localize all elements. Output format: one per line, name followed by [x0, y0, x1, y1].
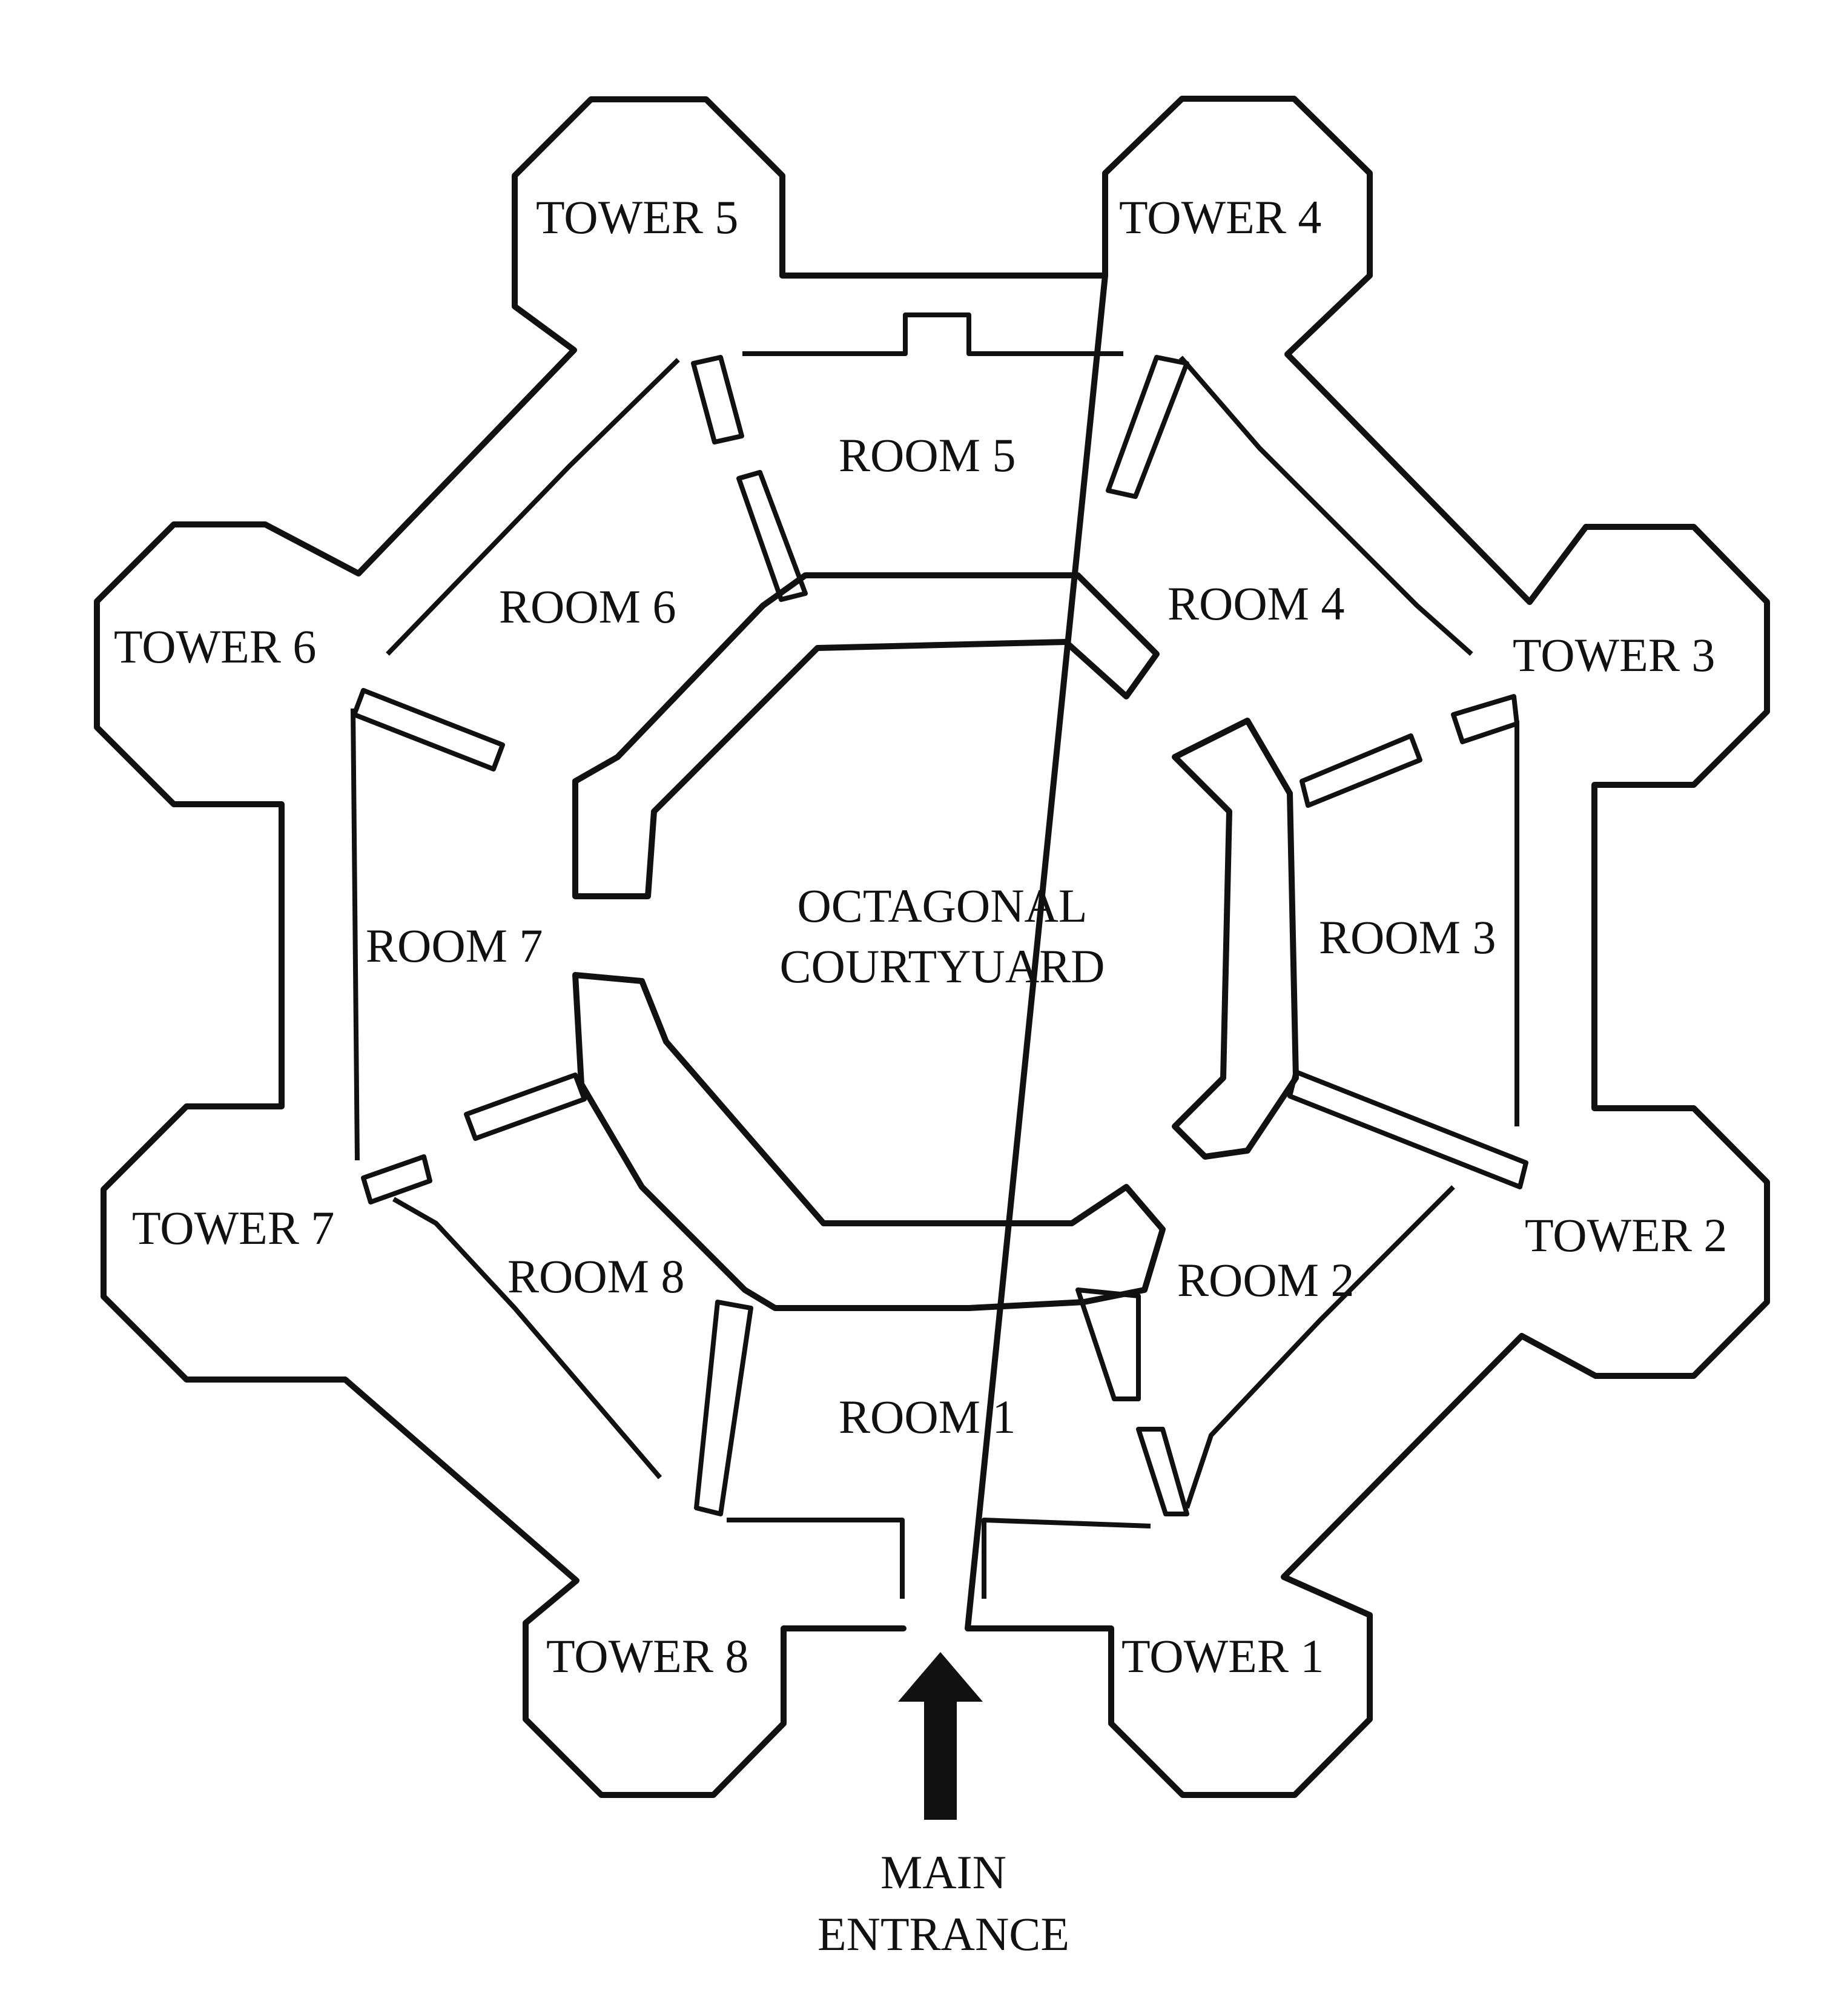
corridor-1-2b: [1136, 1427, 1189, 1516]
inner-ring-sw: [392, 1197, 662, 1479]
courtyard-label-line1: OCTAGONAL: [797, 879, 1087, 932]
corridor-2-3: [1287, 1069, 1528, 1189]
corridor-7-8b: [361, 1154, 432, 1205]
entrance-label-line1: MAIN: [880, 1846, 1006, 1899]
room-8-label: ROOM 8: [507, 1250, 685, 1303]
room-4-label: ROOM 4: [1168, 577, 1345, 630]
inner-ring-south: [727, 1518, 1151, 1599]
tower-5-label: TOWER 5: [536, 191, 738, 243]
courtyard-ring-south: [572, 972, 1166, 1311]
courtyard-ring: [572, 572, 1160, 899]
corridor-7-8: [464, 1072, 587, 1141]
tower-8-label: TOWER 8: [546, 1630, 748, 1682]
corridor-3-4b: [1451, 694, 1519, 744]
inner-ring-ne: [1178, 355, 1473, 656]
room-5-label: ROOM 5: [839, 429, 1016, 481]
room-1-label: ROOM 1: [839, 1390, 1016, 1443]
corridor-3-4: [1300, 733, 1422, 808]
tower-2-label: TOWER 2: [1525, 1209, 1727, 1261]
tower-3-label: TOWER 3: [1513, 629, 1715, 681]
room-6-label: ROOM 6: [499, 580, 676, 633]
entrance-label-line2: ENTRANCE: [817, 1908, 1069, 1960]
outer-wall-right: [965, 96, 1770, 1798]
corridor-5-6: [691, 355, 744, 445]
inner-ring-west: [351, 708, 360, 1161]
corridor-1-2: [1075, 1287, 1141, 1401]
inner-ring-nw: [386, 358, 680, 656]
corridor-4-5: [1106, 355, 1189, 499]
corridor-5-6b: [736, 470, 808, 602]
inner-ring-north: [742, 312, 1123, 356]
tower-1-label: TOWER 1: [1121, 1630, 1324, 1682]
courtyard-ring-east: [1172, 718, 1299, 1160]
courtyard-label-line2: COURTYUARD: [779, 940, 1105, 993]
tower-4-label: TOWER 4: [1119, 191, 1321, 243]
tower-6-label: TOWER 6: [114, 620, 316, 673]
corridor-6-7: [352, 688, 505, 772]
outer-wall: [94, 96, 907, 1798]
inner-ring-se: [1184, 1185, 1455, 1509]
corridor-8-1: [694, 1300, 753, 1516]
room-3-label: ROOM 3: [1319, 911, 1496, 963]
room-7-label: ROOM 7: [366, 919, 543, 972]
tower-7-label: TOWER 7: [132, 1201, 334, 1254]
room-2-label: ROOM 2: [1177, 1254, 1355, 1306]
arrow-up-icon: [898, 1652, 983, 1820]
